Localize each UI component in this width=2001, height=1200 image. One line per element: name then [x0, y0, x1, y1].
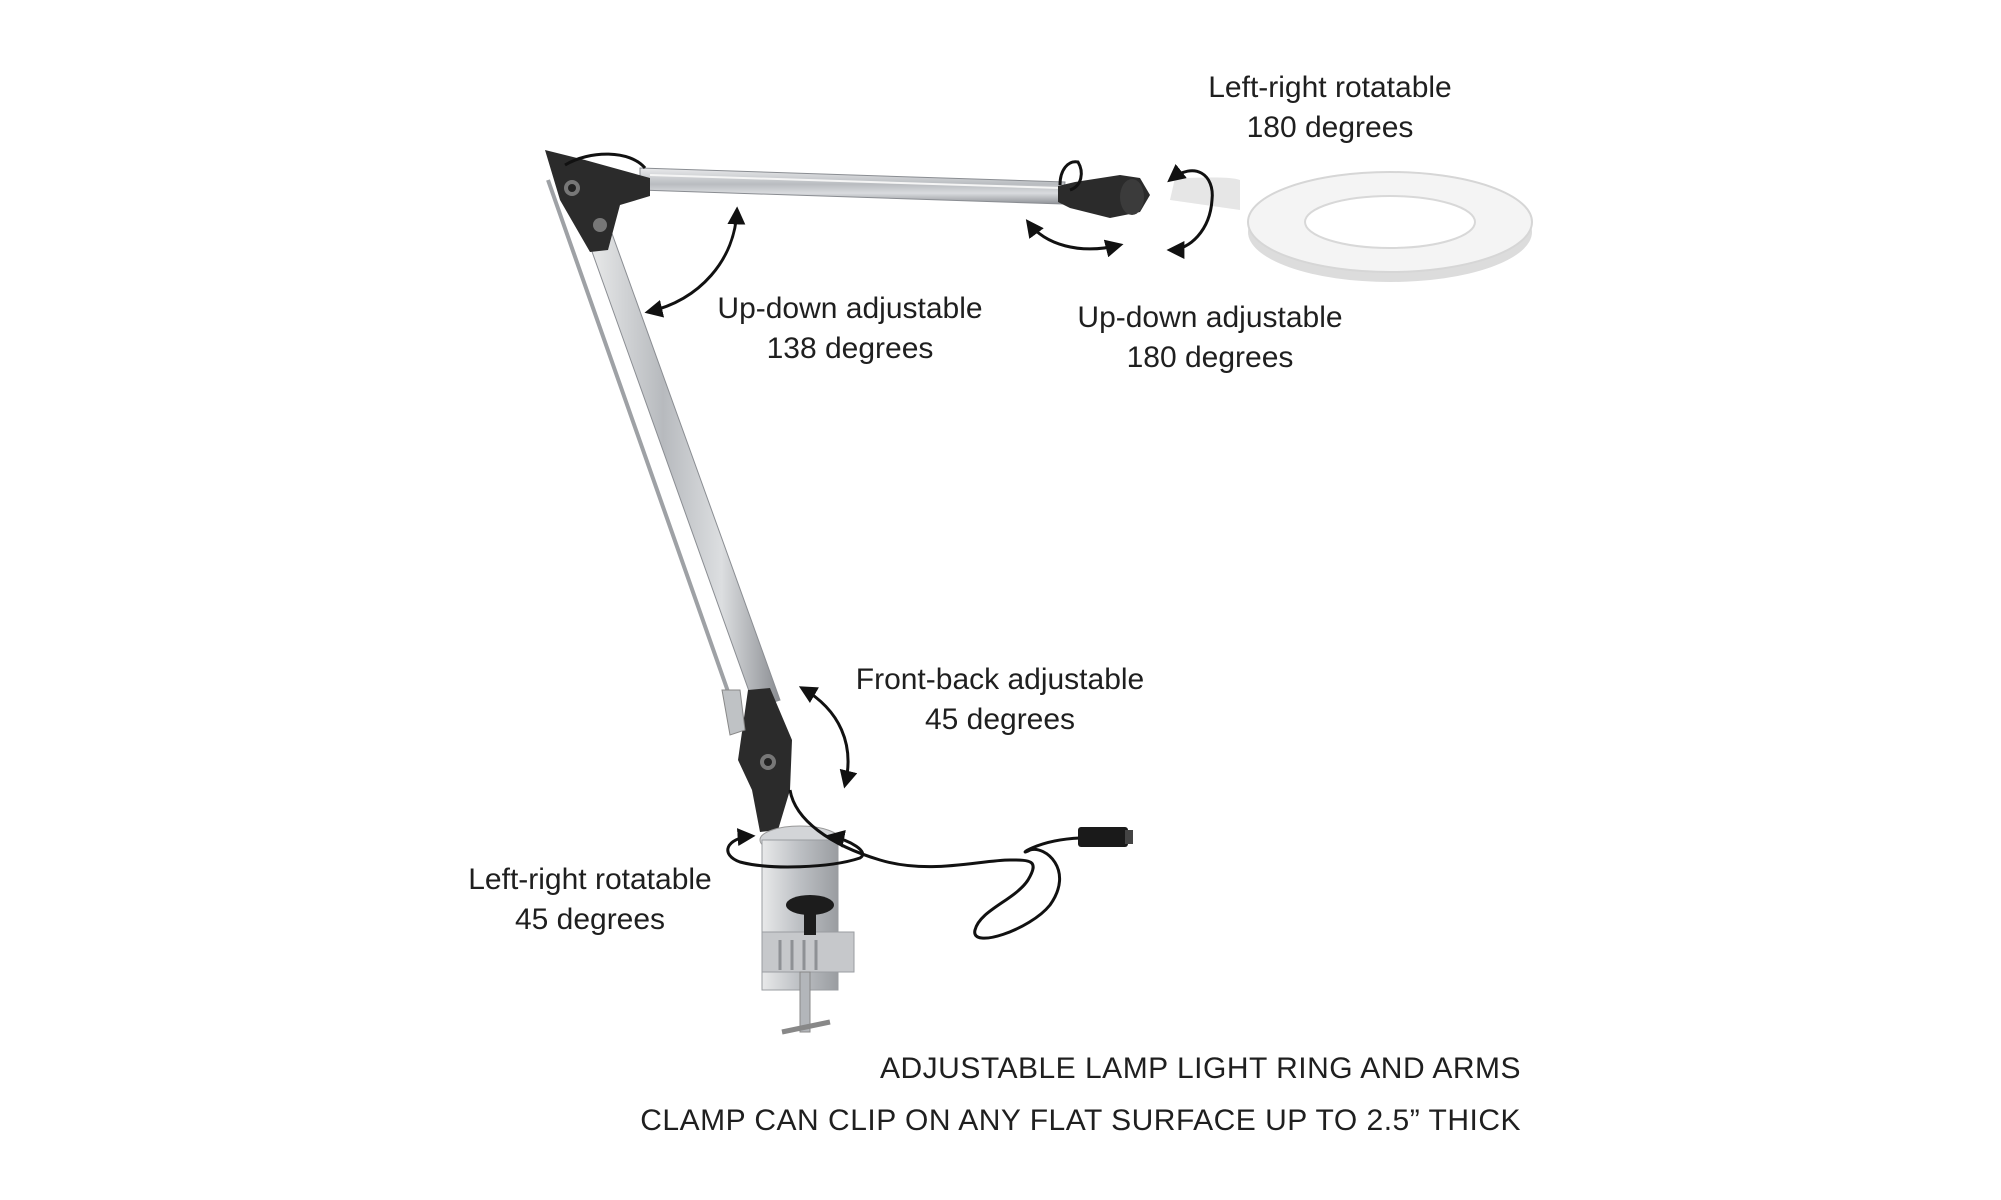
light-ring [1170, 171, 1533, 282]
callout-title: Up-down adjustable [1077, 301, 1343, 334]
callout-title: Up-down adjustable [717, 292, 983, 325]
callout-value: 45 degrees [514, 903, 666, 936]
arrow-arm-updown [644, 206, 746, 318]
callout-title: Left-right rotatable [1208, 71, 1452, 104]
arrow-ring-rotate [1166, 163, 1214, 259]
callout-title: Front-back adjustable [855, 663, 1145, 696]
callout-ring-rotation: Left-right rotatable 180 degrees [1180, 68, 1480, 148]
callout-value: 138 degrees [766, 332, 934, 365]
callout-value: 180 degrees [1126, 341, 1294, 374]
caption-adjustable: ADJUSTABLE LAMP LIGHT RING AND ARMS [880, 1052, 1521, 1085]
arrow-base-rotate [726, 828, 864, 869]
callout-front-back: Front-back adjustable 45 degrees [840, 660, 1160, 740]
desk-clamp [759, 825, 855, 1035]
callout-ring-tilt: Up-down adjustable 180 degrees [1060, 298, 1360, 378]
lower-arm [546, 179, 781, 721]
callout-value: 180 degrees [1246, 111, 1414, 144]
callout-arm-tilt: Up-down adjustable 138 degrees [700, 289, 1000, 369]
arrow-front-back [798, 686, 858, 789]
upper-arm [639, 167, 1066, 205]
elbow-joint [545, 150, 650, 252]
arrow-ring-updown [1025, 219, 1124, 258]
base-joint [721, 688, 792, 832]
caption-clamp: CLAMP CAN CLIP ON ANY FLAT SURFACE UP TO… [640, 1104, 1521, 1137]
callout-value: 45 degrees [924, 703, 1076, 736]
callout-base-rotation: Left-right rotatable 45 degrees [440, 860, 740, 940]
power-cable [788, 789, 1133, 940]
ring-hinge [1058, 160, 1150, 218]
callout-title: Left-right rotatable [468, 863, 712, 896]
